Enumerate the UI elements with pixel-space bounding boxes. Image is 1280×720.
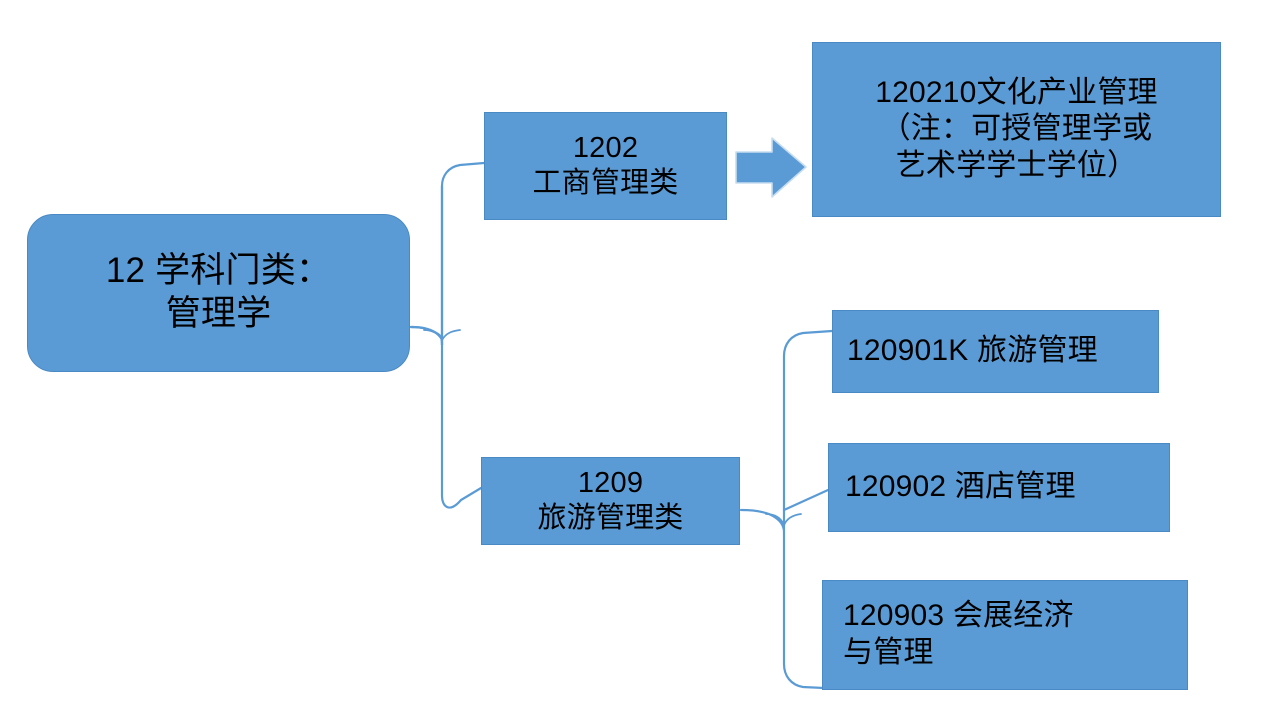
- arrow-1202-to-120210: [735, 137, 807, 198]
- node-major-120210-cultural-industry-management[interactable]: 120210文化产业管理 （注：可授管理学或 艺术学学士学位）: [812, 42, 1221, 217]
- brace-root-to-categories-connector: [409, 161, 486, 509]
- node-category-1209[interactable]: 1209 旅游管理类: [481, 457, 740, 545]
- node-root-discipline-category[interactable]: 12 学科门类： 管理学: [27, 214, 410, 372]
- node-major-120901k-tourism-management[interactable]: 120901K 旅游管理: [832, 310, 1159, 393]
- node-major-120902-hotel-management[interactable]: 120902 酒店管理: [828, 443, 1170, 532]
- node-category-1202[interactable]: 1202 工商管理类: [484, 112, 727, 220]
- node-major-120903-convention-economy-management[interactable]: 120903 会展经济 与管理: [822, 580, 1188, 690]
- brace-1209-to-majors-connector: [739, 329, 834, 690]
